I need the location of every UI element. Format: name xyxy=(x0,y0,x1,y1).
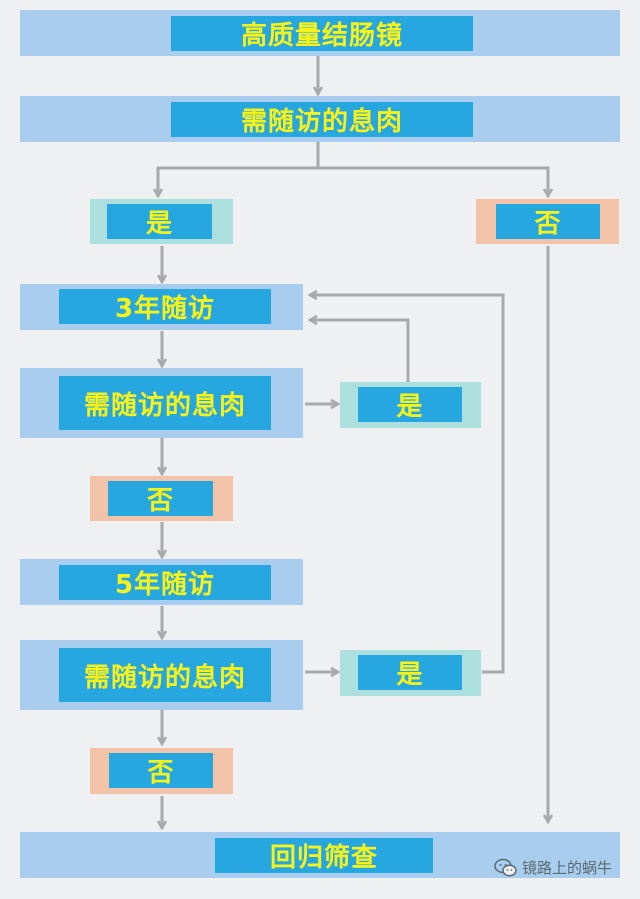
node-no-3: 否 xyxy=(109,753,213,788)
arrow-need1-branch xyxy=(156,142,548,196)
node-yes-3: 是 xyxy=(358,655,462,690)
arrow-yes2-loop-to-3y xyxy=(310,320,410,382)
node-no-2: 否 xyxy=(108,481,213,516)
node-need-followup-polyp-2: 需随访的息肉 xyxy=(59,376,271,430)
arrow-yes3-loop-to-3y xyxy=(310,295,505,674)
node-need-followup-polyp-1: 需随访的息肉 xyxy=(171,102,473,137)
node-followup-3y: 3年随访 xyxy=(59,289,271,324)
wechat-icon xyxy=(494,858,517,876)
node-yes-1: 是 xyxy=(107,204,212,239)
node-yes-2: 是 xyxy=(358,387,462,422)
watermark: 镜路上的蜗牛 xyxy=(494,857,612,878)
node-need-followup-polyp-3: 需随访的息肉 xyxy=(59,648,271,702)
node-return-to-screening: 回归筛查 xyxy=(215,838,433,873)
node-high-quality-colonoscopy: 高质量结肠镜 xyxy=(171,16,473,51)
watermark-text: 镜路上的蜗牛 xyxy=(522,859,613,877)
node-followup-5y: 5年随访 xyxy=(59,565,271,600)
node-no-1: 否 xyxy=(496,204,600,239)
